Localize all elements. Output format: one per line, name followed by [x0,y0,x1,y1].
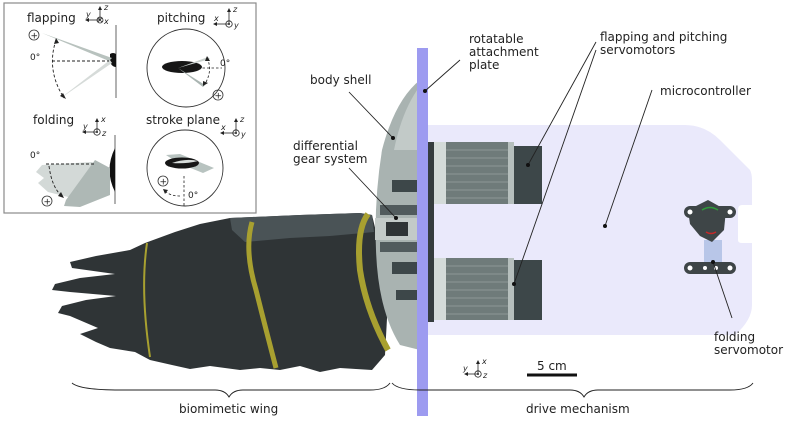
wing-section-down [178,68,205,87]
angle-arc [51,39,65,99]
brace-wing [71,382,391,398]
axis-triad-icon: y z x [85,3,109,26]
zero-label: 0° [30,53,40,63]
panel-folding: folding y x z 0° + [30,113,116,208]
differential-gear-system [375,180,420,300]
label-plate-line2: attachment [469,45,539,59]
wing-vein-3 [356,212,391,352]
axis-triad-icon: y x z [462,357,488,380]
rotatable-attachment-plate [417,48,428,416]
wing-folded-dark [64,160,110,207]
axis-label-h: y [462,364,468,373]
plus-sign-icon: + [28,29,40,42]
panel-title-pitching: pitching [157,11,205,25]
leader-dots [391,89,715,286]
label-drive-mechanism: drive mechanism [526,402,630,416]
label-biomimetic-wing: biomimetic wing [179,402,278,416]
wing-shape [52,213,388,372]
label-plate-line3: plate [469,58,499,72]
biomimetic-wing [52,212,391,372]
axis-label-h: x [220,123,226,132]
axis-label-v: z [103,3,109,12]
body-dot [110,53,116,67]
axis-label-h: y [85,10,91,19]
axis-label-h: x [213,14,219,23]
plus-sign-icon: + [157,175,169,188]
wing-vein-1 [143,242,151,358]
pitching-servomotor [434,258,542,320]
wing-down-shape [58,60,112,100]
flapping-servomotor [434,142,542,204]
label-gear-line1: differential [293,139,358,153]
panel-title-stroke-plane: stroke plane [146,113,220,127]
folding-servomotor [684,200,736,274]
panel-title-flapping: flapping [27,11,76,25]
plus-sign-text: + [31,32,39,42]
panel-pitching: pitching x z y 0° + [146,5,239,108]
wing-up-shape [42,33,112,61]
label-folding-line1: folding [714,330,755,344]
axis-label-v: z [232,5,238,14]
label-gear-line2: gear system [293,152,367,166]
axis-triad-icon: x z y [220,115,246,139]
body-shell-highlight [394,86,420,150]
plus-sign-text: + [160,178,168,188]
axis-triad-icon: y x z [82,115,107,138]
axis-label-out: z [101,129,107,138]
plus-sign-text: + [44,198,52,208]
leader-lines [348,41,733,319]
inset-box: flapping y z x 0° [3,2,257,214]
axis-label-v: z [239,115,245,124]
pitch-circle [146,28,226,108]
brace-drive [391,382,754,398]
label-servos-line1: flapping and pitching [600,30,727,44]
axis-label-out: x [103,17,109,26]
panel-title-folding: folding [33,113,74,127]
label-microcontroller: microcontroller [660,84,751,98]
body-dot [109,148,115,192]
plus-sign-icon: + [41,195,53,208]
axis-label-v: x [100,115,106,124]
label-folding-line2: servomotor [714,343,783,357]
motor-mount [428,142,434,322]
label-servos-line2: servomotors [600,43,675,57]
wing-highlight [172,159,198,164]
axis-label-out: y [240,130,246,139]
axis-triad-icon: x z y [213,5,239,30]
scale-bar-label: 5 cm [537,359,567,373]
axis-label-out: y [233,21,239,30]
wing-vein-2 [246,221,279,369]
wing-section-up [178,57,210,68]
panel-flapping: flapping y z x 0° [27,3,117,100]
axis-label-v: x [481,357,487,366]
axis-label-out: z [482,371,488,380]
zero-label: 0° [30,151,40,161]
label-plate-line1: rotatable [469,32,523,46]
wing-leading-edge [230,213,374,242]
zero-label: 0° [220,59,230,69]
zero-label: 0° [188,191,198,201]
plus-sign-text: + [215,92,223,102]
stroke-circle [146,129,224,207]
panel-stroke-plane: stroke plane x z y 0° + [146,113,246,207]
axis-label-h: y [82,122,88,131]
label-body-shell: body shell [310,73,371,87]
plus-sign-icon: + [212,89,224,102]
